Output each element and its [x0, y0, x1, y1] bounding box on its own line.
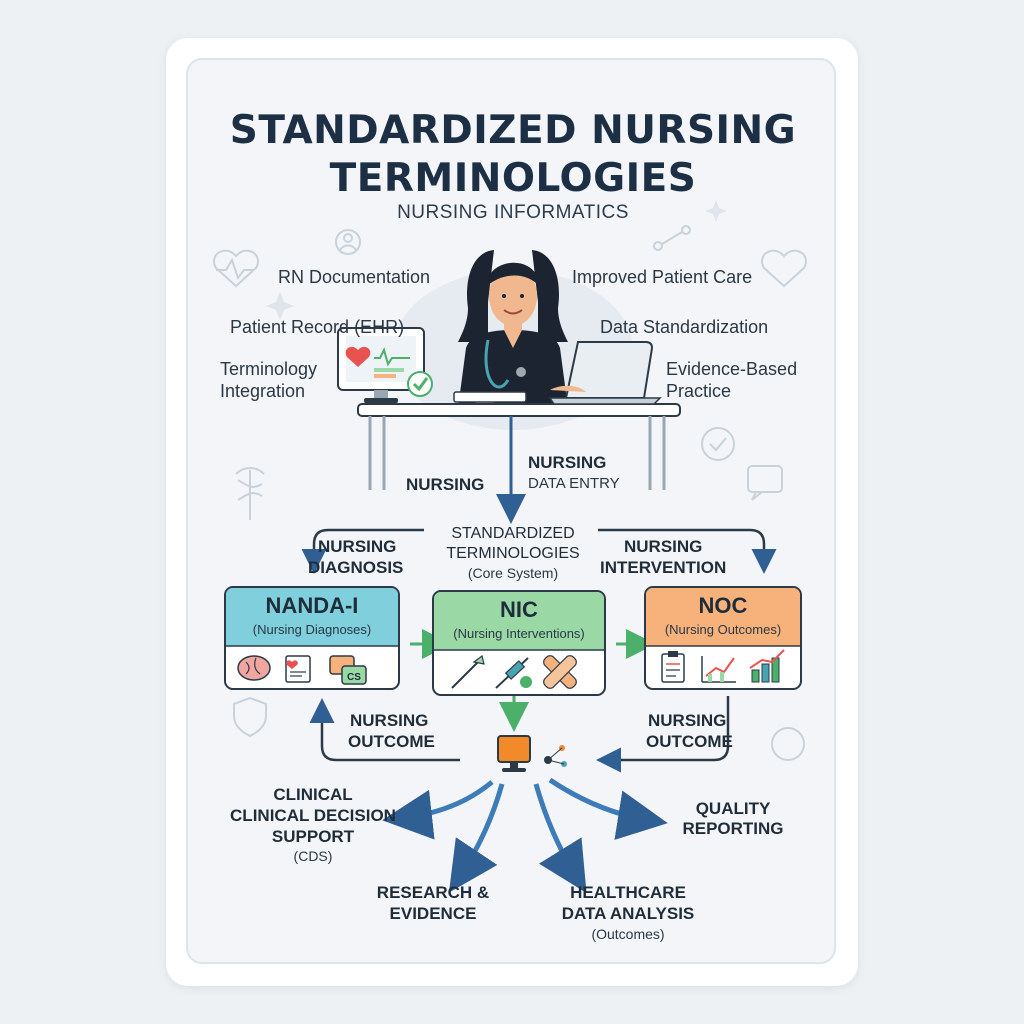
nanda-icons: CS — [226, 645, 398, 685]
output-healthcare-3: (Outcomes) — [591, 926, 665, 942]
label-outcome-left-2: OUTCOME — [348, 732, 435, 751]
nanda-header: NANDA-I (Nursing Diagnoses) — [226, 588, 398, 646]
brain-icon — [237, 655, 271, 681]
scalpel-icon — [451, 654, 485, 689]
label-patient-record: Patient Record (EHR) — [230, 317, 405, 337]
bg-user-icon — [335, 229, 361, 255]
bg-shield-icon — [233, 696, 267, 738]
document-icon — [285, 655, 311, 683]
bg-heart-icon — [213, 249, 259, 288]
clipboard-icon — [661, 651, 685, 683]
output-quality-1: QUALITY — [695, 799, 771, 818]
noc-header: NOC (Nursing Outcomes) — [646, 588, 800, 646]
label-nursing-diagnosis-1: NURSING — [318, 537, 397, 556]
label-terminology-2: Integration — [220, 381, 306, 401]
nic-box: NIC (Nursing Interventions) — [432, 590, 606, 696]
label-outcome-left-1: NURSING — [350, 711, 429, 730]
core-system-line-1: STANDARDIZED — [451, 525, 575, 542]
bg-badge-icon — [701, 427, 735, 461]
bg-heart-right-icon — [761, 249, 807, 288]
nanda-sub: (Nursing Diagnoses) — [252, 622, 372, 637]
syringe-icon — [495, 657, 532, 689]
trend-chart-icon — [701, 656, 736, 683]
output-cds-4: (CDS) — [293, 848, 333, 864]
output-research-2: EVIDENCE — [389, 904, 477, 923]
label-data-standardization: Data Standardization — [600, 317, 769, 337]
label-evidence-based-2: Practice — [666, 381, 732, 401]
bg-caduceus-icon — [235, 467, 265, 520]
chat-cs-icon: CS — [329, 655, 367, 685]
output-research-1: RESEARCH & — [376, 883, 490, 902]
bar-chart-icon — [749, 649, 785, 683]
bandage-icon — [543, 655, 577, 689]
output-quality-2: REPORTING — [682, 819, 784, 838]
label-evidence-based-1: Evidence-Based — [666, 359, 798, 379]
nic-header: NIC (Nursing Interventions) — [434, 592, 604, 650]
infographic-panel: STANDARDIZED NURSING TERMINOLOGIES NURSI… — [186, 58, 836, 964]
label-nursing-intervention-2: INTERVENTION — [600, 558, 727, 577]
laptop-icon — [548, 341, 662, 405]
infographic-card: STANDARDIZED NURSING TERMINOLOGIES NURSI… — [166, 38, 858, 986]
label-nursing-intervention-1: NURSING — [624, 537, 703, 556]
core-system-line-2: TERMINOLOGIES — [446, 545, 580, 562]
page-title-line-1: STANDARDIZED NURSING — [229, 108, 797, 153]
output-cds-3: SUPPORT — [271, 827, 355, 846]
nic-name: NIC — [500, 597, 538, 622]
page-title-line-2: TERMINOLOGIES — [329, 156, 697, 201]
label-outcome-right-2: OUTCOME — [646, 732, 733, 751]
nanda-name: NANDA-I — [265, 593, 359, 618]
nanda-box: NANDA-I (Nursing Diagnoses) — [224, 586, 400, 690]
page-subtitle: NURSING INFORMATICS — [397, 202, 629, 223]
bg-network-icon — [653, 225, 691, 251]
label-nursing-data-entry-1: NURSING — [528, 453, 607, 472]
noc-sub: (Nursing Outcomes) — [664, 622, 782, 637]
output-healthcare-1: HEALTHCARE — [570, 883, 686, 902]
ehr-monitor-icon — [337, 327, 433, 403]
label-nursing-data-entry-2: DATA ENTRY — [528, 475, 620, 492]
noc-icons — [646, 645, 800, 683]
nurse-figure — [458, 250, 568, 408]
noc-box: NOC (Nursing Outcomes) — [644, 586, 802, 690]
output-cds-1: CLINICAL — [273, 785, 353, 804]
label-nursing-left: NURSING — [406, 475, 485, 494]
label-improved-patient-care: Improved Patient Care — [572, 267, 753, 287]
cs-badge-text: CS — [347, 672, 361, 683]
bg-phone-icon — [771, 727, 805, 761]
label-rn-documentation: RN Documentation — [278, 267, 431, 287]
nic-icons — [434, 649, 604, 689]
nic-sub: (Nursing Interventions) — [453, 626, 585, 641]
label-terminology-1: Terminology — [220, 359, 318, 379]
label-nursing-diagnosis-2: DIAGNOSIS — [308, 558, 404, 577]
core-system-line-3: (Core System) — [467, 565, 559, 581]
label-outcome-right-1: NURSING — [648, 711, 727, 730]
bg-chat-icon — [747, 465, 783, 501]
noc-name: NOC — [698, 593, 748, 618]
diagram-graphics — [213, 200, 807, 894]
desk — [357, 403, 681, 417]
output-cds-2: CLINICAL DECISION — [230, 806, 396, 825]
output-healthcare-2: DATA ANALYSIS — [561, 904, 695, 923]
central-monitor-icon — [497, 735, 567, 772]
